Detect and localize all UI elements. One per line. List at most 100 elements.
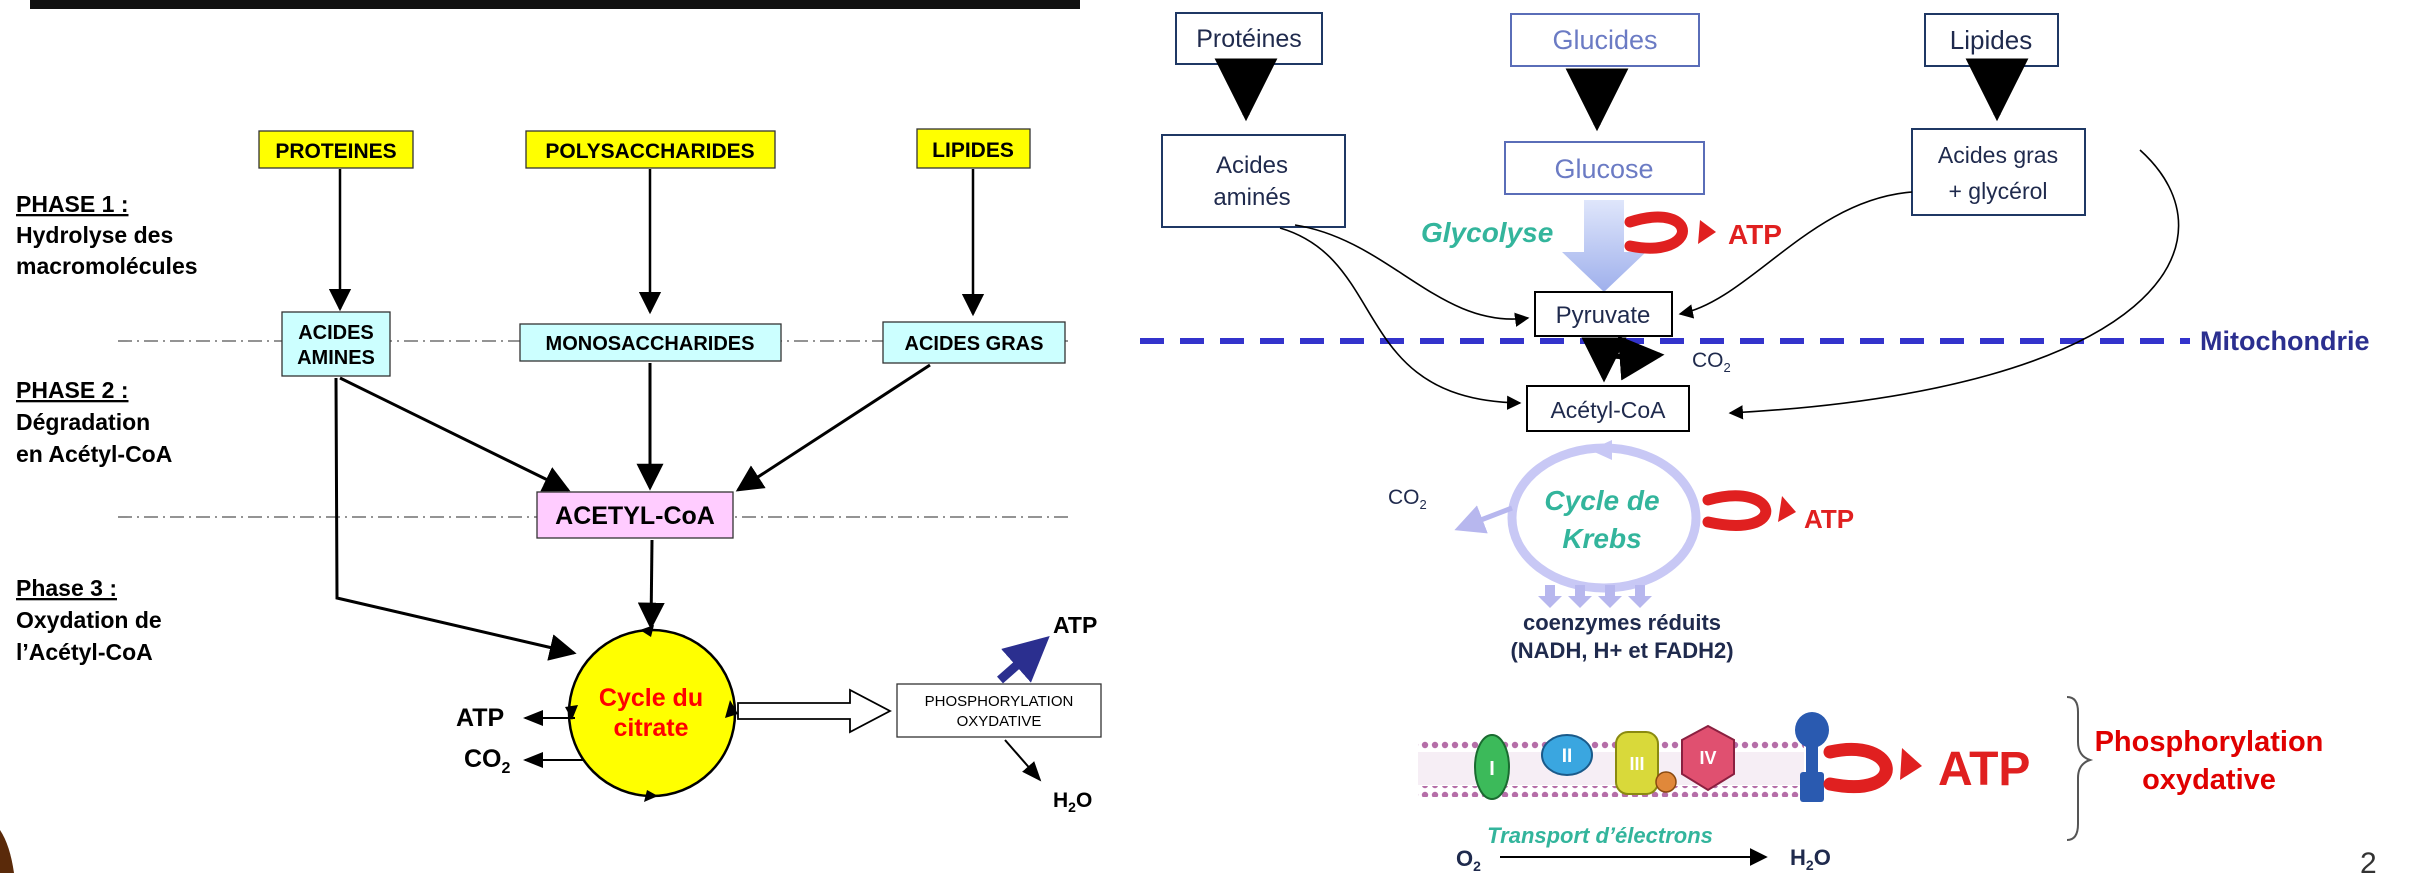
arrow-phos-atp xyxy=(997,636,1050,684)
curve-acides-acetyl xyxy=(1279,227,1522,410)
phase-2-line-2: en Acétyl-CoA xyxy=(16,441,172,467)
phos-box-line-2: OXYDATIVE xyxy=(957,713,1042,730)
phase-3-title: Phase 3 : xyxy=(16,575,117,601)
left-co2-label: CO2 xyxy=(464,745,511,777)
box-monosaccharides-label: MONOSACCHARIDES xyxy=(546,333,755,355)
box-polysaccharides-label: POLYSACCHARIDES xyxy=(545,140,754,163)
cytochrome-c xyxy=(1655,771,1677,793)
box-acides-gras: ACIDES GRAS xyxy=(882,321,1066,364)
cycle-citrate-line-2: citrate xyxy=(613,714,688,742)
coenzymes-line-2: (NADH, H+ et FADH2) xyxy=(1510,638,1733,663)
left-atp-label: ATP xyxy=(456,704,504,732)
glycolyse-arrow xyxy=(1562,200,1646,292)
phos-box-line-1: PHOSPHORYLATION xyxy=(925,693,1074,710)
atp-swoosh-synthase: ATP xyxy=(1823,742,2030,796)
krebs-cycle: Cycle de Krebs xyxy=(1507,440,1701,593)
box-glucose-r: Glucose xyxy=(1504,141,1705,195)
box-acides-amines: ACIDES AMINES xyxy=(281,311,391,377)
box-acides-amines-r-line-1: Acides xyxy=(1216,152,1288,179)
box-monosaccharides: MONOSACCHARIDES xyxy=(519,323,782,362)
phase-3-line-2: l’Acétyl-CoA xyxy=(16,639,153,665)
phase-1-title: PHASE 1 : xyxy=(16,191,128,217)
box-acides-gras-r-line-1: Acides gras xyxy=(1938,142,2058,168)
atp-synthase xyxy=(1795,712,1829,802)
glycolyse-label: Glycolyse xyxy=(1421,217,1553,248)
atp-glycolyse-label: ATP xyxy=(1728,219,1782,250)
phosphorylation-brace xyxy=(2066,696,2094,841)
box-proteines: PROTEINES xyxy=(258,130,414,169)
cycle-du-citrate: Cycle du citrate xyxy=(565,625,738,802)
complex-i: I xyxy=(1474,734,1510,800)
phase-1-label: PHASE 1 : Hydrolyse des macromolécules xyxy=(16,191,198,279)
curve-gras-pyruvate xyxy=(1678,191,1913,319)
mitochondrie-label: Mitochondrie xyxy=(2200,326,2370,356)
phase-3-label: Phase 3 : Oxydation de l’Acétyl-CoA xyxy=(16,575,162,665)
box-acides-gras-label: ACIDES GRAS xyxy=(905,333,1044,355)
atp-swoosh-glycolyse: ATP xyxy=(1624,211,1782,254)
arrow-gras-acetyl xyxy=(735,363,931,492)
box-polysaccharides: POLYSACCHARIDES xyxy=(525,130,776,169)
box-glucose-r-label: Glucose xyxy=(1554,154,1653,184)
left-clipped-heading xyxy=(30,0,1080,9)
arrow-acides-cycle xyxy=(334,377,577,661)
box-lipides: LIPIDES xyxy=(916,128,1031,169)
box-lipides-label: LIPIDES xyxy=(932,139,1014,162)
arrow-co2-branch xyxy=(1603,335,1665,381)
box-lipides-r: Lipides xyxy=(1924,13,2059,67)
box-acetyl-coa-r-label: Acétyl-CoA xyxy=(1550,397,1666,423)
page-number: 2 xyxy=(2360,847,2377,873)
phase-2-title: PHASE 2 : xyxy=(16,377,128,403)
left-panel: PHASE 1 : Hydrolyse des macromolécules P… xyxy=(0,0,1102,873)
box-proteines-r: Protéines xyxy=(1175,12,1323,65)
arrow-acides-acetyl xyxy=(339,376,571,492)
phase-2-label: PHASE 2 : Dégradation en Acétyl-CoA xyxy=(16,377,172,467)
complex-i-label: I xyxy=(1489,758,1495,780)
box-acides-gras-r: Acides gras + glycérol xyxy=(1911,128,2086,216)
box-acides-gras-r-line-2: + glycérol xyxy=(1948,178,2047,204)
box-acetyl-coa-label: ACETYL-CoA xyxy=(555,502,715,530)
box-acides-amines-line-1: ACIDES xyxy=(298,322,374,344)
complex-iii-label: III xyxy=(1629,754,1644,774)
phosphorylation-line-2: oxydative xyxy=(2142,764,2276,796)
box-pyruvate-r-label: Pyruvate xyxy=(1556,302,1651,329)
phase-1-line-2: macromolécules xyxy=(16,253,198,279)
cycle-citrate-line-1: Cycle du xyxy=(599,684,703,712)
h2o-right-label: H2O xyxy=(1790,845,1831,873)
phase-3-line-1: Oxydation de xyxy=(16,607,162,633)
coenzyme-arrows xyxy=(1538,585,1652,608)
box-lipides-r-label: Lipides xyxy=(1950,25,2032,55)
curve-acides-pyruvate xyxy=(1294,224,1530,327)
box-phosphorylation-oxydative: PHOSPHORYLATION OXYDATIVE xyxy=(896,683,1102,738)
left-h2o-label: H2O xyxy=(1053,789,1092,815)
complex-iii: III xyxy=(1615,731,1659,795)
box-acetyl-coa-r: Acétyl-CoA xyxy=(1526,385,1690,432)
box-acides-amines-r: Acides aminés xyxy=(1161,134,1346,228)
left-atp-top-label: ATP xyxy=(1053,612,1097,638)
arrow-phos-h2o xyxy=(1004,739,1042,782)
phosphorylation-line-1: Phosphorylation xyxy=(2095,726,2324,758)
complex-iv: IV xyxy=(1681,724,1735,792)
coenzymes-line-1: coenzymes réduits xyxy=(1523,610,1721,635)
co2-pyruvate-label: CO2 xyxy=(1692,349,1731,375)
complex-ii-label: II xyxy=(1562,746,1573,767)
right-panel: Protéines Glucides Lipides Acides aminés… xyxy=(1140,12,2370,873)
box-proteines-r-label: Protéines xyxy=(1196,25,1302,53)
krebs-label-line-2: Krebs xyxy=(1562,523,1641,554)
atp-swoosh-krebs: ATP xyxy=(1702,490,1854,534)
box-acetyl-coa: ACETYL-CoA xyxy=(536,491,734,539)
box-proteines-label: PROTEINES xyxy=(275,140,396,163)
box-pyruvate-r: Pyruvate xyxy=(1534,291,1673,337)
complex-iv-label: IV xyxy=(1699,748,1716,768)
arrow-acetyl-cycle xyxy=(637,539,665,630)
transport-label: Transport d’électrons xyxy=(1487,823,1713,848)
curve-gras-acetyl xyxy=(1728,149,2180,420)
atp-krebs-label: ATP xyxy=(1804,504,1854,534)
corner-decoration xyxy=(0,830,14,873)
box-glucides-r: Glucides xyxy=(1510,13,1700,67)
box-acides-amines-line-2: AMINES xyxy=(297,347,375,369)
arrow-krebs-co2 xyxy=(1454,505,1513,534)
co2-krebs-label: CO2 xyxy=(1388,486,1427,512)
hollow-arrow-phosphorylation xyxy=(737,688,892,734)
phase-1-line-1: Hydrolyse des xyxy=(16,222,173,248)
